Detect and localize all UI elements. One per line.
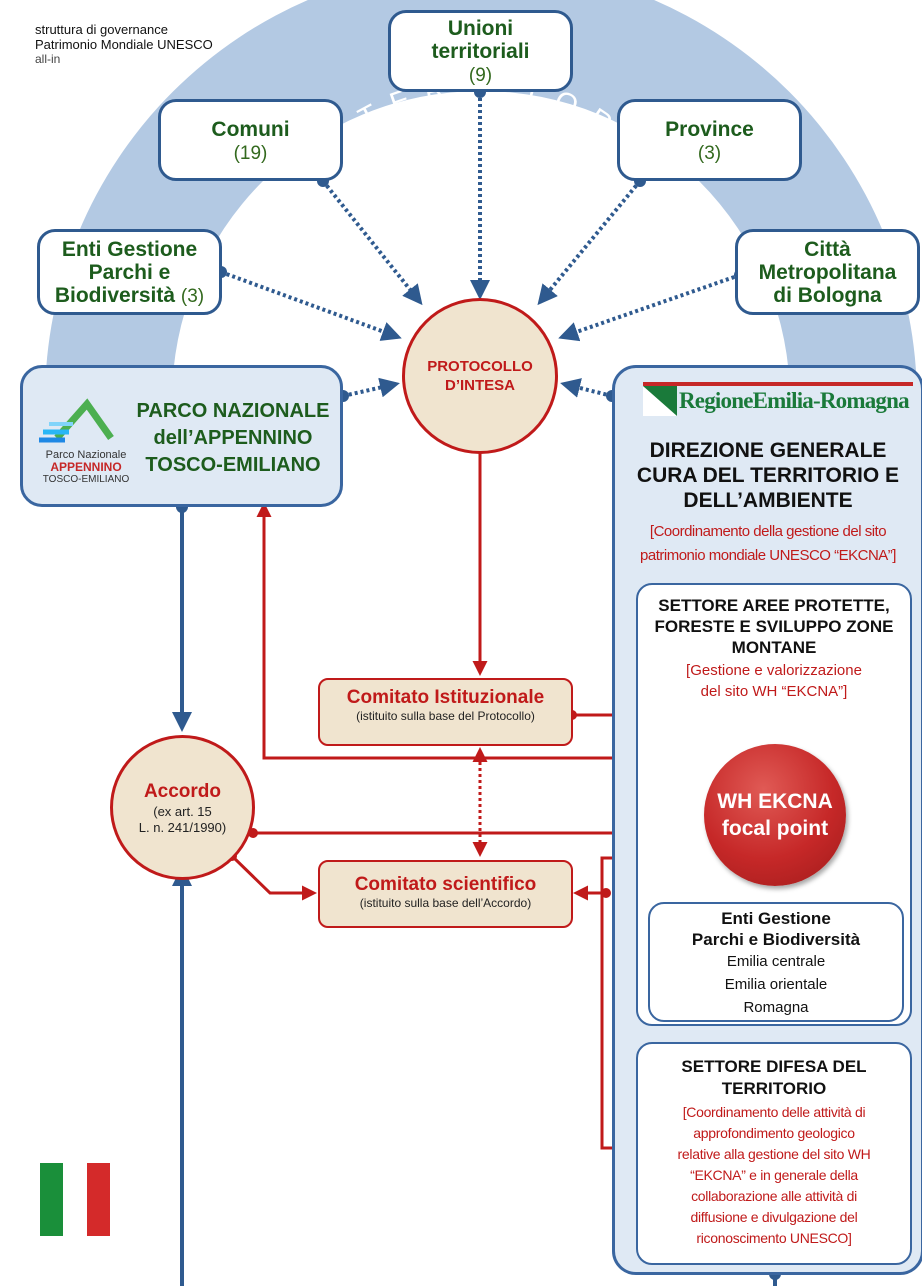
enti-gestione-inner-box: Enti Gestione Parchi e Biodiversità Emil… xyxy=(648,902,904,1022)
settore-aree-title: SETTORE AREE PROTETTE, FORESTE E SVILUPP… xyxy=(638,595,910,658)
page-header: struttura di governance Patrimonio Mondi… xyxy=(35,22,295,67)
settore-aree-note-line-1: [Gestione e valorizzazione xyxy=(686,662,862,679)
enti-gestione-item: Emilia orientale xyxy=(724,976,828,993)
focal-point-circle: WH EKCNA focal point xyxy=(704,744,846,886)
enti-gestione-name-line-1: Enti Gestione xyxy=(61,238,198,261)
dg-line-1: DIREZIONE GENERALE xyxy=(649,439,887,462)
province-count: (3) xyxy=(697,143,722,164)
direzione-generale-title: DIREZIONE GENERALE CURA DEL TERRITORIO E… xyxy=(615,438,921,513)
settore-aree-title-line-3: MONTANE xyxy=(731,638,817,657)
comitato-scientifico-title: Comitato scientifico xyxy=(354,874,537,895)
settore-difesa-title: SETTORE DIFESA DEL TERRITORIO xyxy=(638,1056,910,1100)
settore-difesa-note: [Coordinamento delle attività di approfo… xyxy=(638,1102,910,1249)
enti-gestione-count: (3) xyxy=(180,286,205,307)
dotted-connectors xyxy=(220,92,741,398)
comuni-name: Comuni xyxy=(211,118,290,141)
parco-logo-line-2: APPENNINO xyxy=(50,460,122,474)
dg-line-2: CURA DEL TERRITORIO E xyxy=(636,464,900,487)
settore-difesa-note-line: approfondimento geologico xyxy=(693,1125,855,1141)
accordo-line-1: (ex art. 15 xyxy=(153,803,212,819)
focal-point-line-1: WH EKCNA xyxy=(717,790,833,813)
parco-accordo-links xyxy=(172,507,777,1286)
citta-name-line-1: Città xyxy=(804,238,851,261)
citta-metropolitana-box: Città Metropolitana di Bologna xyxy=(735,229,920,315)
settore-aree-note-line-2: del sito WH “EKCNA”] xyxy=(700,683,848,700)
settore-aree-note: [Gestione e valorizzazione del sito WH “… xyxy=(638,660,910,702)
parco-logo-line-3: TOSCO-EMILIANO xyxy=(42,474,130,485)
enti-gestione-inner-title-line-2: Parchi e Biodiversità xyxy=(691,930,861,949)
unioni-name-line-2: territoriali xyxy=(431,40,530,63)
regione-logo-text: RegioneEmilia-Romagna xyxy=(679,388,910,413)
parco-title: PARCO NAZIONALE dell’APPENNINO TOSCO-EMI… xyxy=(133,398,333,479)
parco-title-line-3: TOSCO-EMILIANO xyxy=(145,454,321,476)
accordo-title: Accordo xyxy=(143,780,222,802)
dg-note-line-2: patrimonio mondiale UNESCO “EKCNA”] xyxy=(640,547,896,564)
settore-difesa-note-line: “EKCNA” e in generale della xyxy=(690,1167,858,1183)
settore-aree-title-line-2: FORESTE E SVILUPPO ZONE xyxy=(654,617,894,636)
header-line-3: all-in xyxy=(35,52,61,66)
unioni-name-line-1: Unioni xyxy=(447,17,514,40)
parco-nazionale-box: Parco Nazionale APPENNINO TOSCO-EMILIANO… xyxy=(20,365,343,507)
settore-difesa-title-line-1: SETTORE DIFESA DEL xyxy=(681,1057,867,1076)
settore-difesa-note-line: riconoscimento UNESCO] xyxy=(696,1230,852,1246)
settore-difesa-note-line: relative alla gestione del sito WH xyxy=(677,1146,871,1162)
comuni-box: Comuni (19) xyxy=(158,99,343,181)
header-line-2: Patrimonio Mondiale UNESCO xyxy=(35,37,213,52)
direzione-generale-note: [Coordinamento della gestione del sito p… xyxy=(615,520,921,568)
comuni-count: (19) xyxy=(233,143,268,164)
unioni-territoriali-box: Unioni territoriali (9) xyxy=(388,10,573,92)
citta-name-line-3: di Bologna xyxy=(773,284,882,307)
enti-gestione-item: Emilia centrale xyxy=(726,953,826,970)
parco-logo-line-1: Parco Nazionale xyxy=(45,449,127,461)
header-line-1: struttura di governance xyxy=(35,22,168,37)
province-name: Province xyxy=(665,118,754,141)
enti-gestione-item: Romagna xyxy=(743,999,809,1016)
comitato-istituzionale-box: Comitato Istituzionale (istituito sulla … xyxy=(318,678,573,746)
enti-gestione-name-line-2: Parchi e xyxy=(88,261,171,284)
province-box: Province (3) xyxy=(617,99,802,181)
enti-gestione-name-line-3-text: Biodiversità xyxy=(54,284,176,307)
enti-gestione-inner-title-line-1: Enti Gestione xyxy=(721,909,831,928)
enti-gestione-name-line-3: Biodiversità (3) xyxy=(40,284,219,308)
settore-aree-title-line-1: SETTORE AREE PROTETTE, xyxy=(658,596,890,615)
comitato-istituzionale-subtitle: (istituito sulla base del Protocollo) xyxy=(356,709,535,723)
comitato-scientifico-box: Comitato scientifico (istituito sulla ba… xyxy=(318,860,573,928)
settore-difesa-box: SETTORE DIFESA DEL TERRITORIO [Coordinam… xyxy=(636,1042,912,1265)
regione-logo: RegioneEmilia-Romagna xyxy=(643,382,913,420)
protocollo-line-2: D’INTESA xyxy=(444,377,515,394)
parco-logo-icon xyxy=(39,398,114,443)
settore-difesa-note-line: collaborazione alle attività di xyxy=(691,1188,857,1204)
dg-note-line-1: [Coordinamento della gestione del sito xyxy=(649,523,887,540)
regione-logo-bar xyxy=(643,382,913,386)
dg-line-3: DELL’AMBIENTE xyxy=(683,489,853,512)
parco-title-line-2: dell’APPENNINO xyxy=(153,427,313,449)
settore-difesa-note-line: diffusione e divulgazione del xyxy=(690,1209,858,1225)
parco-logo: Parco Nazionale APPENNINO TOSCO-EMILIANO xyxy=(35,398,137,488)
unioni-count: (9) xyxy=(468,65,493,86)
parco-title-line-1: PARCO NAZIONALE xyxy=(136,400,330,422)
accordo-line-2: L. n. 241/1990) xyxy=(138,819,227,835)
regione-flag-icon xyxy=(643,386,677,416)
comitato-istituzionale-title: Comitato Istituzionale xyxy=(346,687,545,708)
protocollo-line-1: PROTOCOLLO xyxy=(427,358,533,375)
settore-difesa-note-line: [Coordinamento delle attività di xyxy=(682,1104,866,1120)
italy-flag-icon xyxy=(40,1163,110,1236)
protocollo-intesa-circle: PROTOCOLLO D’INTESA xyxy=(402,298,558,454)
settore-difesa-title-line-2: TERRITORIO xyxy=(721,1079,827,1098)
citta-name-line-2: Metropolitana xyxy=(758,261,897,284)
accordo-circle: Accordo (ex art. 15 L. n. 241/1990) xyxy=(110,735,255,880)
enti-gestione-box: Enti Gestione Parchi e Biodiversità (3) xyxy=(37,229,222,315)
comitato-scientifico-subtitle: (istituito sulla base dell’Accordo) xyxy=(359,896,532,910)
focal-point-line-2: focal point xyxy=(721,817,829,840)
